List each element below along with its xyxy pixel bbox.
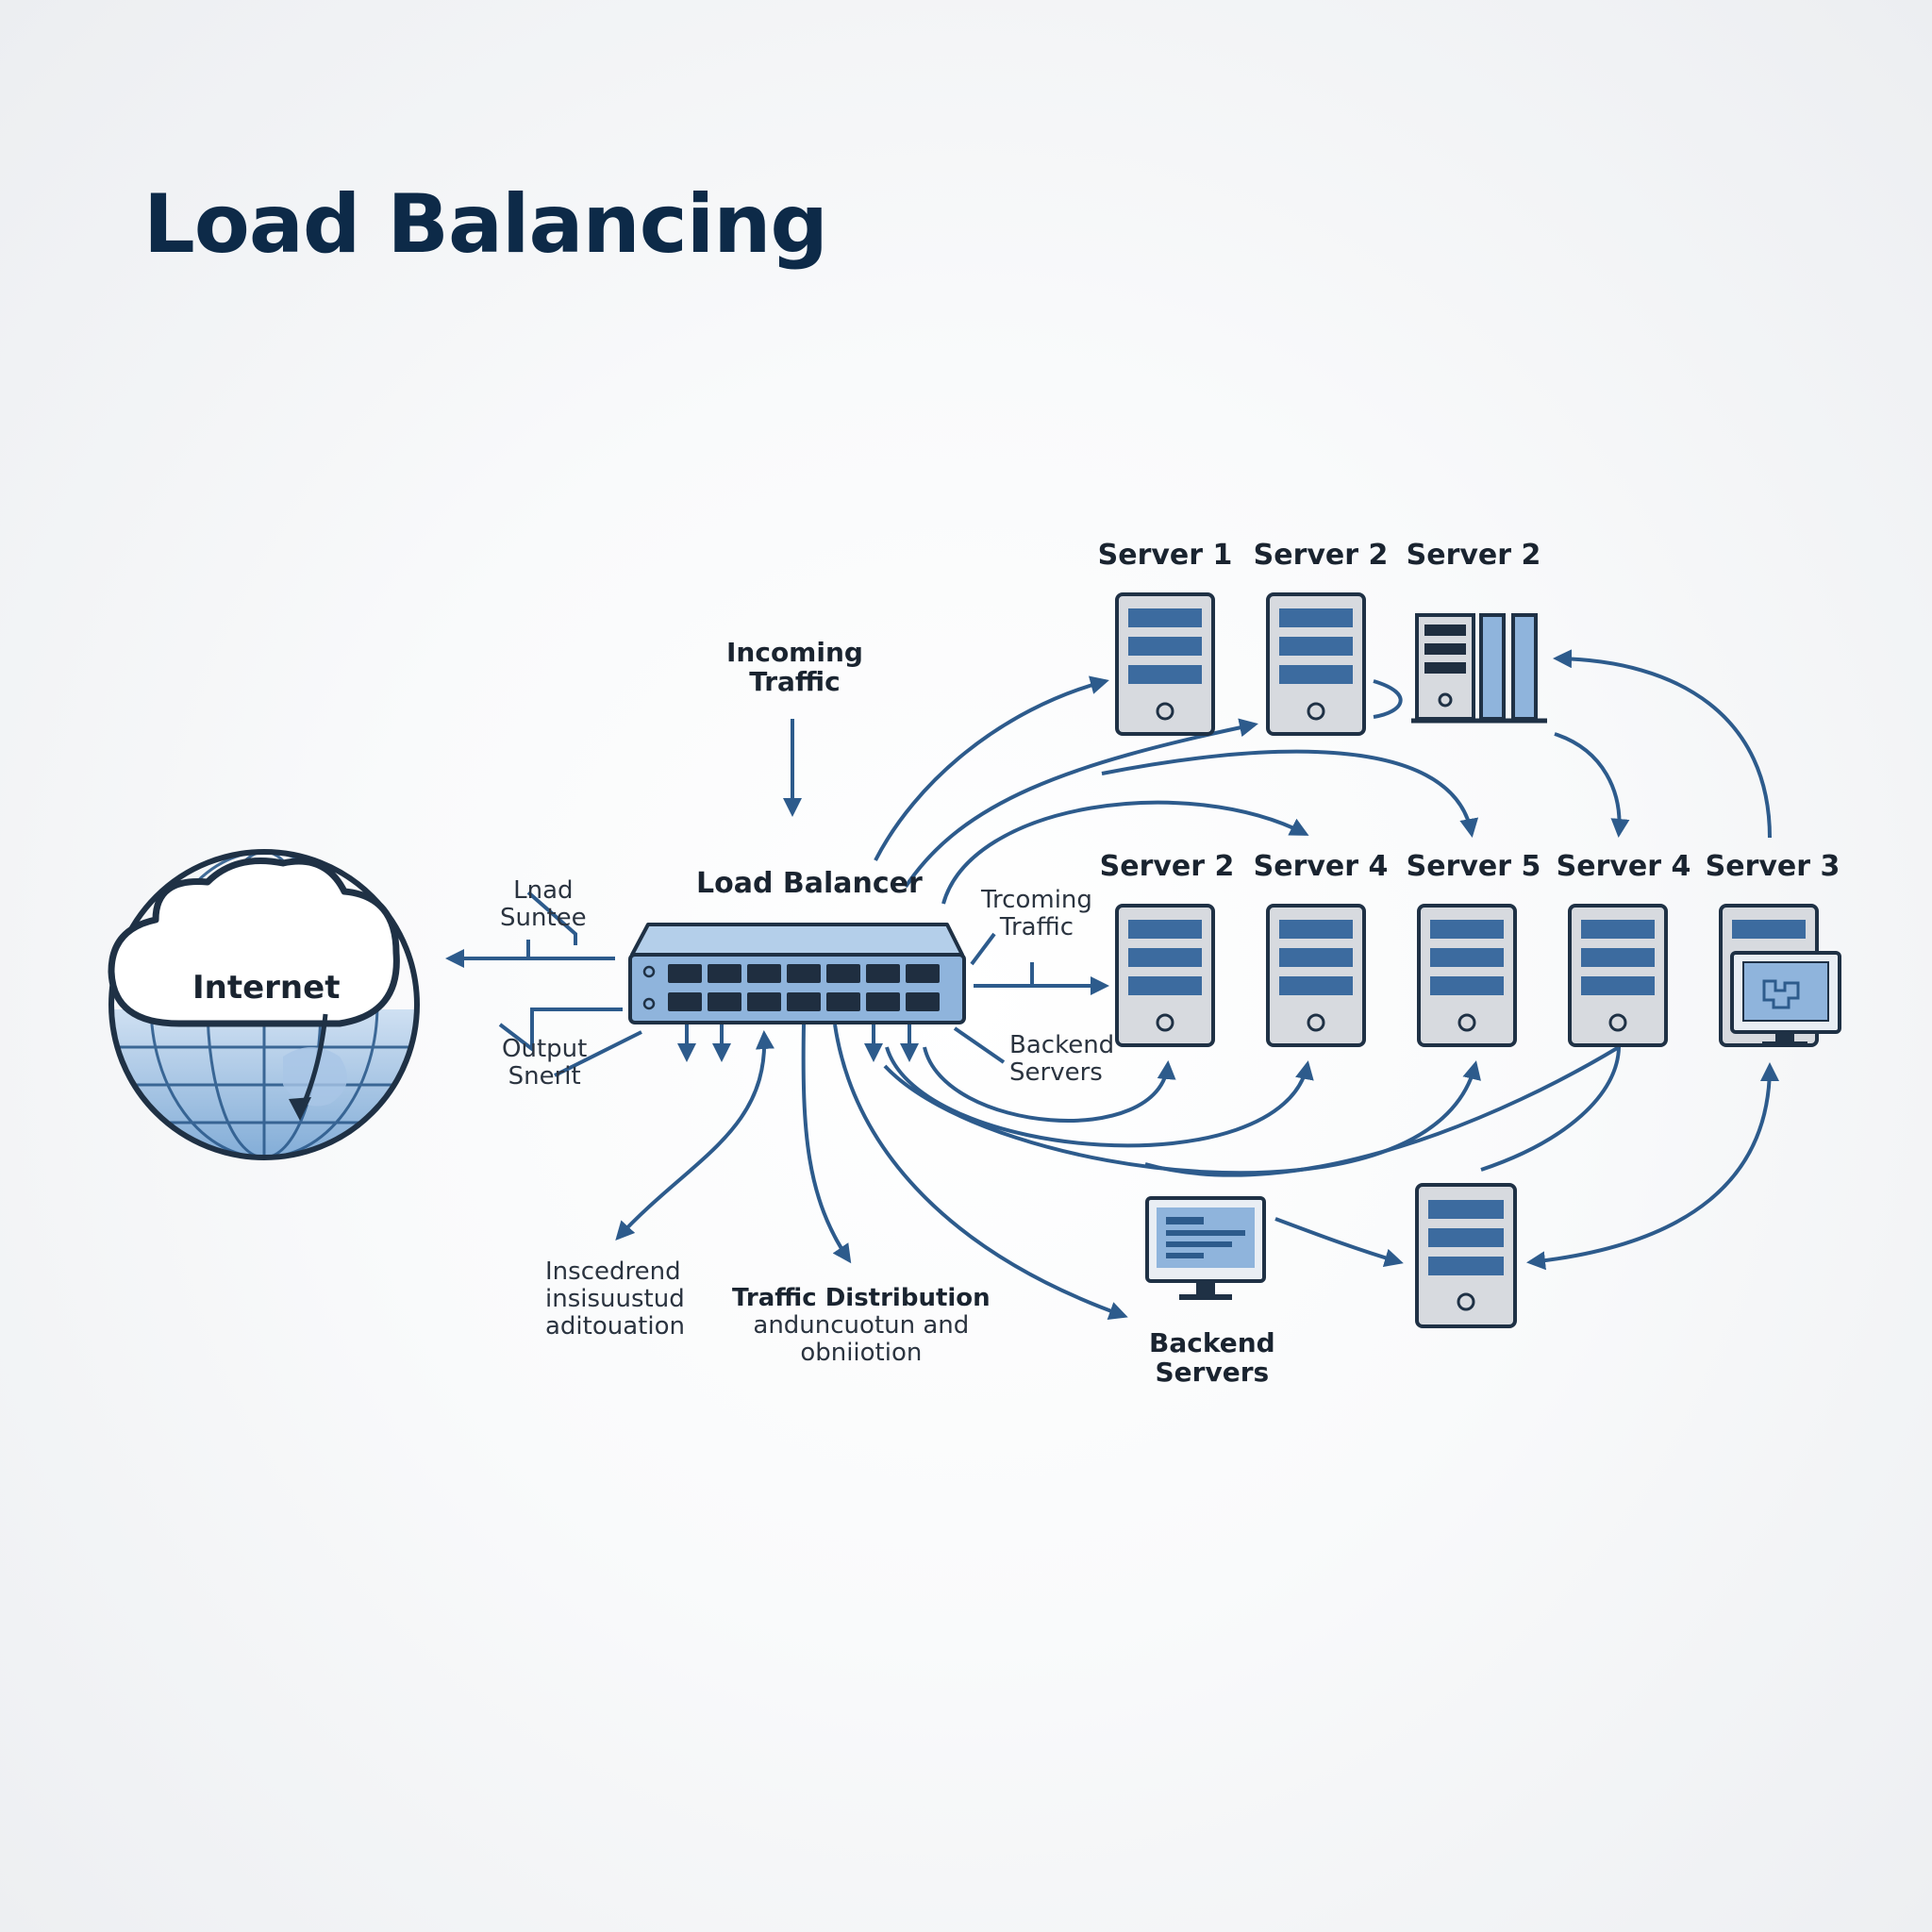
server-label: Server 2: [1253, 539, 1389, 572]
load-balancer-label: Load Balancer: [696, 867, 923, 900]
load-balancer-device: [628, 923, 966, 1024]
server-tower: [1266, 904, 1366, 1047]
traffic-distribution-label: Traffic Distribution anduncuotun and obn…: [732, 1284, 991, 1368]
server-label: Server 2: [1406, 539, 1541, 572]
server-label: Server 3: [1705, 850, 1840, 883]
server-label: Server 5: [1406, 850, 1541, 883]
server-tower: [1415, 1183, 1517, 1328]
server-label: Server 2: [1099, 850, 1235, 883]
page-title: Load Balancing: [143, 177, 828, 272]
server-tower: [1115, 592, 1215, 736]
server-label: Server 4: [1253, 850, 1389, 883]
server-tower: [1568, 904, 1668, 1047]
monitor-icon: [1145, 1196, 1266, 1300]
server-label: Server 1: [1097, 539, 1233, 572]
internet-icon: [108, 849, 420, 1160]
server-label: Server 4: [1556, 850, 1691, 883]
traffic-arrows: [445, 649, 1779, 1321]
server-tower: [1266, 592, 1366, 736]
server-rack: [1411, 613, 1547, 724]
internet-label: Internet: [192, 969, 341, 1007]
server-with-monitor: [1719, 904, 1841, 1047]
server-tower: [1115, 904, 1215, 1047]
server-tower: [1417, 904, 1517, 1047]
